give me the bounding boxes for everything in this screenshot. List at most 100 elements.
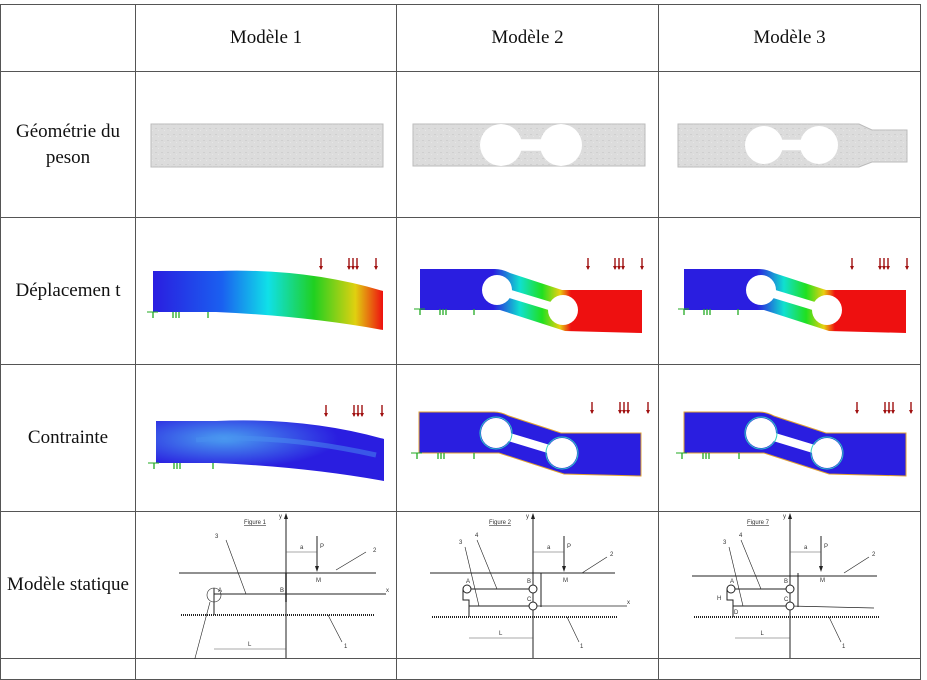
- svg-text:B: B: [280, 588, 284, 594]
- geometry-image: [150, 123, 384, 168]
- table-row-extra: [0, 659, 136, 680]
- svg-text:y: y: [279, 514, 282, 520]
- row-label-text: Géométrie du peson: [16, 120, 120, 168]
- geometry-image: [677, 123, 908, 168]
- svg-text:D: D: [734, 610, 739, 616]
- load-arrow-icon: [883, 402, 887, 414]
- table-row-extra: [397, 659, 659, 680]
- load-arrow-icon: [586, 258, 590, 270]
- svg-text:H: H: [717, 596, 721, 602]
- stress-model-1: [136, 365, 397, 512]
- figure-title: Figure 2: [489, 520, 512, 526]
- load-arrow-icon: [621, 258, 625, 270]
- svg-text:2: 2: [610, 552, 614, 558]
- row-label-text: Contrainte: [27, 427, 109, 448]
- svg-text:M: M: [820, 578, 825, 584]
- svg-text:A: A: [218, 588, 222, 594]
- stress-plot: [148, 405, 384, 481]
- svg-text:x: x: [386, 588, 389, 594]
- svg-text:P: P: [824, 544, 828, 550]
- svg-text:y: y: [783, 514, 786, 520]
- load-arrow-icon: [905, 258, 909, 270]
- displacement-plot: [147, 258, 383, 330]
- svg-text:2: 2: [872, 552, 876, 558]
- load-arrow-icon: [356, 405, 360, 417]
- geometry-image: [412, 123, 646, 167]
- row-label-displacement: Déplacemen t: [0, 218, 136, 365]
- load-arrow-icon: [617, 258, 621, 270]
- svg-text:L: L: [761, 631, 765, 637]
- svg-text:A: A: [730, 579, 734, 585]
- header-corner: [0, 4, 136, 72]
- svg-text:1: 1: [842, 644, 846, 650]
- svg-text:a: a: [804, 545, 808, 551]
- svg-text:A: A: [466, 579, 470, 585]
- load-arrow-icon: [374, 258, 378, 270]
- geometry-model-2: [397, 72, 659, 218]
- column-header-model-1: Modèle 1: [136, 4, 397, 72]
- svg-text:4: 4: [475, 533, 479, 539]
- svg-text:M: M: [316, 578, 321, 584]
- displacement-model-3: [659, 218, 921, 365]
- column-header-label: Modèle 2: [491, 27, 564, 48]
- load-arrow-icon: [855, 402, 859, 414]
- row-label-geometry: Géométrie du peson: [0, 72, 136, 218]
- load-arrow-icon: [613, 258, 617, 270]
- displacement-model-1: [136, 218, 397, 365]
- displacement-plot: [678, 258, 909, 333]
- load-arrow-icon: [351, 258, 355, 270]
- load-arrow-icon: [640, 258, 644, 270]
- svg-text:4: 4: [739, 533, 743, 539]
- load-arrow-icon: [590, 402, 594, 414]
- stress-model-3: [659, 365, 921, 512]
- figure-title: Figure 7: [747, 520, 770, 526]
- column-header-label: Modèle 1: [229, 27, 303, 48]
- svg-text:3: 3: [723, 540, 727, 546]
- displacement-model-2: [397, 218, 659, 365]
- stress-model-2: [397, 365, 659, 512]
- load-arrow-icon: [618, 402, 622, 414]
- load-arrow-icon: [850, 258, 854, 270]
- table-row-extra: [659, 659, 921, 680]
- load-arrow-icon: [360, 405, 364, 417]
- svg-text:B: B: [527, 579, 531, 585]
- svg-text:L: L: [499, 631, 503, 637]
- svg-text:a: a: [300, 545, 304, 551]
- svg-text:C: C: [527, 597, 532, 603]
- column-header-model-3: Modèle 3: [659, 4, 921, 72]
- svg-text:B: B: [784, 579, 788, 585]
- load-arrow-icon: [380, 405, 384, 417]
- load-arrow-icon: [622, 402, 626, 414]
- row-label-stress: Contrainte: [0, 365, 136, 512]
- load-arrow-icon: [352, 405, 356, 417]
- row-label-text: Déplacemen t: [15, 280, 121, 301]
- load-arrow-icon: [891, 402, 895, 414]
- svg-text:x: x: [627, 600, 630, 606]
- column-header-label: Modèle 3: [753, 27, 826, 48]
- figure-title: Figure 1: [244, 520, 267, 526]
- displacement-plot: [414, 258, 644, 333]
- svg-text:3: 3: [459, 540, 463, 546]
- stress-plot: [676, 402, 913, 477]
- load-arrow-icon: [355, 258, 359, 270]
- table-row-extra: [136, 659, 397, 680]
- row-label-text: Modèle statique: [7, 574, 129, 595]
- load-arrow-icon: [324, 405, 328, 417]
- column-header-model-2: Modèle 2: [397, 4, 659, 72]
- svg-text:1: 1: [344, 644, 348, 650]
- geometry-model-3: [659, 72, 921, 218]
- svg-text:2: 2: [373, 548, 377, 554]
- load-arrow-icon: [882, 258, 886, 270]
- svg-text:P: P: [320, 544, 324, 550]
- load-arrow-icon: [909, 402, 913, 414]
- load-arrow-icon: [347, 258, 351, 270]
- load-arrow-icon: [886, 258, 890, 270]
- svg-text:P: P: [567, 544, 571, 550]
- row-label-static-model: Modèle statique: [0, 512, 136, 659]
